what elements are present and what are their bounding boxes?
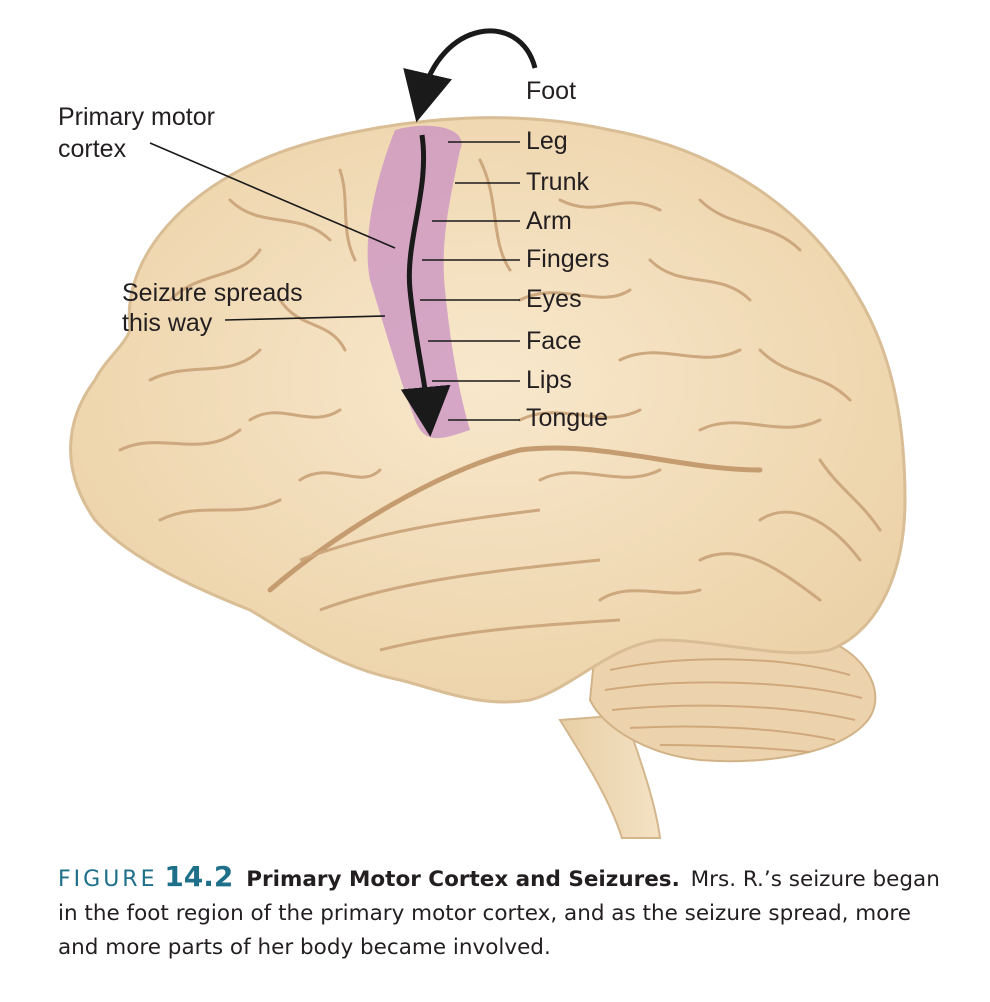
caption-figure-number: 14.2 [164,860,234,893]
label-lips: Lips [526,366,572,394]
lateral-sulcus [267,445,763,593]
label-leg: Leg [526,127,568,155]
caption-text: Mrs. R.’s seizure began in the foot regi… [58,867,940,960]
label-trunk: Trunk [526,168,589,196]
leader-lines [149,141,520,421]
label-foot: Foot [526,77,577,105]
caption-title: Primary Motor Cortex and Seizures. [246,867,680,892]
label-eyes: Eyes [526,285,582,313]
label-fingers: Fingers [526,245,610,273]
brain-diagram: Primary motor cortex Seizure spreads thi… [58,28,907,839]
brain-stem [558,713,662,839]
seizure-arrow [400,134,451,437]
label-face: Face [526,327,582,355]
foot-curved-arrow [403,28,538,123]
label-primary-motor-line1: Primary motor [58,103,215,131]
label-primary-motor-line2: cortex [58,135,127,163]
label-seizure-line1: Seizure spreads [122,279,303,307]
temporal-grooves [299,508,621,652]
label-tongue: Tongue [526,404,609,432]
brain-illustration [69,28,907,839]
brain-grooves [118,158,882,602]
caption-figure-word: FIGURE [58,867,158,892]
primary-motor-cortex-highlight [367,125,470,439]
cerebrum [69,116,907,704]
figure-caption: FIGURE 14.2 Primary Motor Cortex and Sei… [58,860,958,965]
label-arm: Arm [526,207,572,235]
label-seizure-line2: this way [122,309,213,337]
